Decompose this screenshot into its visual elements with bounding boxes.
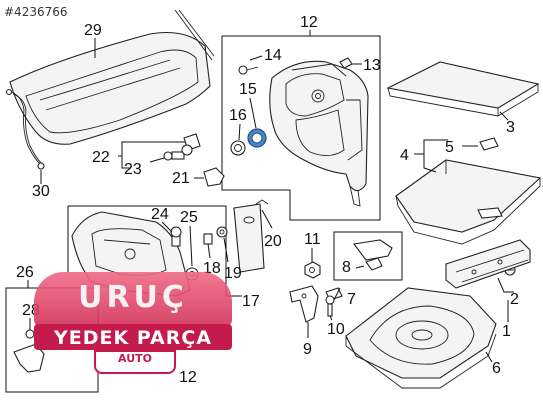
bolt-part-10	[325, 295, 335, 317]
callout-12-upper: 12	[300, 14, 318, 31]
floor-panel-part	[395, 159, 542, 245]
callout-21: 21	[172, 170, 190, 187]
callout-6: 6	[492, 360, 501, 377]
cover-plate-part-20	[233, 199, 269, 273]
dealer-watermark-logo: URUÇ YEDEK PARÇA AUTO	[34, 272, 232, 382]
side-trim-panel-part	[269, 60, 369, 207]
callout-29: 29	[84, 22, 102, 39]
spare-wheel-well-part	[345, 287, 497, 389]
nut-part-11	[304, 261, 321, 279]
bolt-part-24	[170, 226, 182, 247]
bracket-part-8	[353, 239, 393, 271]
callout-11: 11	[304, 231, 321, 248]
callout-24: 24	[151, 206, 169, 223]
screw-part-14	[238, 65, 259, 75]
cover-panel-part	[386, 61, 540, 117]
callout-25: 25	[180, 209, 198, 226]
callout-4: 4	[400, 147, 409, 164]
pad-part-5	[479, 137, 499, 151]
callout-22: 22	[92, 149, 110, 166]
callout-16: 16	[229, 107, 247, 124]
callout-13: 13	[363, 57, 381, 74]
callout-7: 7	[347, 291, 356, 308]
callout-20: 20	[264, 233, 282, 250]
bracket-part-9	[289, 285, 319, 323]
callout-14: 14	[264, 47, 282, 64]
shelf-strap-part	[5, 88, 45, 170]
callout-19: 19	[224, 265, 242, 282]
watermark-badge	[34, 272, 232, 326]
callout-labels: 29 30 12 14 13 15 16 3 22 23 21 5 4 24 2…	[16, 14, 519, 386]
clip-part-21	[203, 167, 225, 187]
clip-part-13	[339, 57, 353, 69]
cap-part-16	[230, 140, 246, 156]
clip-part-18	[203, 233, 213, 245]
watermark-brand: URUÇ	[78, 280, 188, 315]
callout-9: 9	[303, 341, 312, 358]
push-clip-part-23	[163, 144, 193, 161]
grommet-part-19	[216, 226, 228, 238]
ring-part-15	[247, 128, 267, 148]
watermark-subtitle: YEDEK PARÇA	[54, 327, 212, 349]
watermark-banner	[34, 324, 232, 350]
callout-3: 3	[506, 119, 515, 136]
callout-12-lower: 12	[179, 369, 197, 386]
callout-26: 26	[16, 264, 34, 281]
callout-30: 30	[32, 183, 50, 200]
callout-10: 10	[327, 321, 345, 338]
callout-2: 2	[510, 291, 519, 308]
watermark-tag-box	[94, 350, 176, 374]
watermark-tag: AUTO	[118, 352, 152, 365]
callout-5: 5	[445, 139, 454, 156]
callout-1: 1	[502, 323, 511, 340]
callout-8: 8	[342, 259, 351, 276]
callout-17: 17	[242, 293, 260, 310]
parcel-shelf-part	[9, 9, 215, 145]
callout-15: 15	[239, 81, 257, 98]
callout-23: 23	[124, 161, 142, 178]
stock-id: #4236766	[4, 5, 68, 19]
rear-panel-part	[445, 239, 531, 289]
